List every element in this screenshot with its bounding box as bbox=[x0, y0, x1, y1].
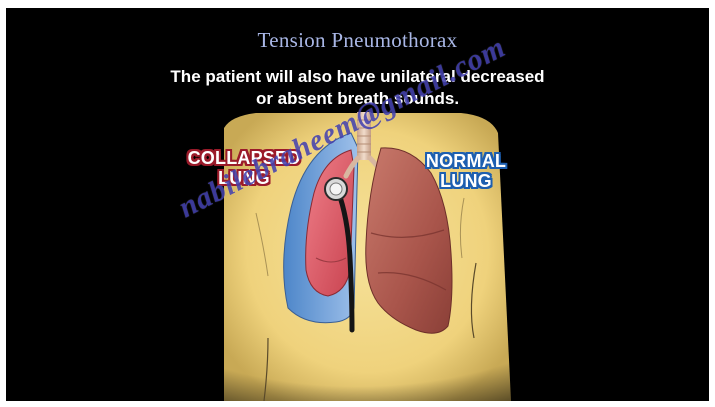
normal-lung-label: NORMAL LUNG bbox=[416, 151, 516, 191]
slide-title: Tension Pneumothorax bbox=[6, 28, 709, 53]
normal-lung-label-line: NORMAL bbox=[416, 151, 516, 171]
video-frame: Tension Pneumothorax The patient will al… bbox=[6, 8, 709, 401]
normal-lung-label-line: LUNG bbox=[416, 171, 516, 191]
caption-line: The patient will also have unilateral de… bbox=[6, 66, 709, 88]
